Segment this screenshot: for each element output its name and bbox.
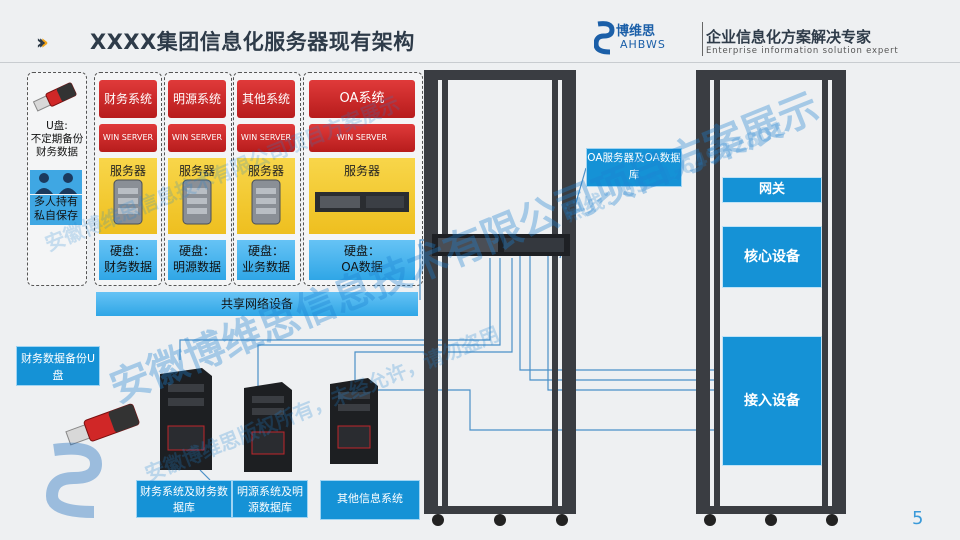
disk-label-oa: 硬盘： OA数据 <box>309 240 415 280</box>
gateway-box: 网关 <box>722 177 822 203</box>
server-stack-icon <box>182 179 212 225</box>
rack-server-unit <box>432 234 570 256</box>
system-title-oa: OA系统 <box>309 80 415 118</box>
os-label-other: WIN SERVER <box>237 124 295 152</box>
tower-label-finance: 财务系统及财务数据库 <box>136 480 232 518</box>
slogan-sub: Enterprise information solution expert <box>706 46 899 56</box>
access-device-box: 接入设备 <box>722 336 822 466</box>
core-device-box: 核心设备 <box>722 226 822 288</box>
brand-name: 博维思 <box>616 24 656 39</box>
header-rule <box>0 62 960 63</box>
shared-network-bar: 共享网络设备 <box>96 292 418 316</box>
os-label-mingyuan: WIN SERVER <box>168 124 226 152</box>
server-label: 服务器 <box>343 164 380 178</box>
brand-logo-icon <box>593 20 616 60</box>
server-stack-icon <box>251 179 281 225</box>
tower-server-icon <box>330 378 378 464</box>
header-divider <box>702 22 703 56</box>
server-label: 服务器 <box>178 164 215 178</box>
usb-drive-icon <box>30 82 82 118</box>
system-title-mingyuan: 明源系统 <box>168 80 226 118</box>
system-title-other: 其他系统 <box>237 80 295 118</box>
server-rack-right <box>696 70 846 526</box>
tower-label-other: 其他信息系统 <box>320 480 420 520</box>
os-label-finance: WIN SERVER <box>99 124 157 152</box>
tower-server-icon <box>160 368 212 470</box>
watermark-logo-icon <box>40 440 110 524</box>
server-stack-icon <box>113 179 143 225</box>
people-icon <box>30 170 82 194</box>
tower-label-mingyuan: 明源系统及明源数据库 <box>232 480 308 518</box>
server-rack-left <box>424 70 576 526</box>
slogan: 企业信息化方案解决专家 <box>706 28 872 46</box>
disk-label-finance: 硬盘： 财务数据 <box>99 240 157 280</box>
page-title: XXXX集团信息化服务器现有架构 <box>90 30 415 54</box>
brand-sub: AHBWS <box>620 38 666 51</box>
rack-server-icon <box>315 192 409 212</box>
disk-label-mingyuan: 硬盘： 明源数据 <box>168 240 226 280</box>
usb-label: U盘: 不定期备份财务数据 <box>30 120 84 158</box>
oa-callout: OA服务器及OA数据库 <box>586 148 682 187</box>
os-label-oa: WIN SERVER <box>309 124 415 152</box>
page-number: 5 <box>912 508 924 529</box>
server-label: 服务器 <box>247 164 284 178</box>
disk-label-other: 硬盘： 业务数据 <box>237 240 295 280</box>
usb-drive-icon <box>65 403 140 446</box>
system-title-finance: 财务系统 <box>99 80 157 118</box>
usb-backup-label: 财务数据备份U盘 <box>16 346 100 386</box>
tower-server-icon <box>244 382 292 472</box>
server-label: 服务器 <box>109 164 146 178</box>
people-label: 多人持有私自保存 <box>30 195 82 225</box>
